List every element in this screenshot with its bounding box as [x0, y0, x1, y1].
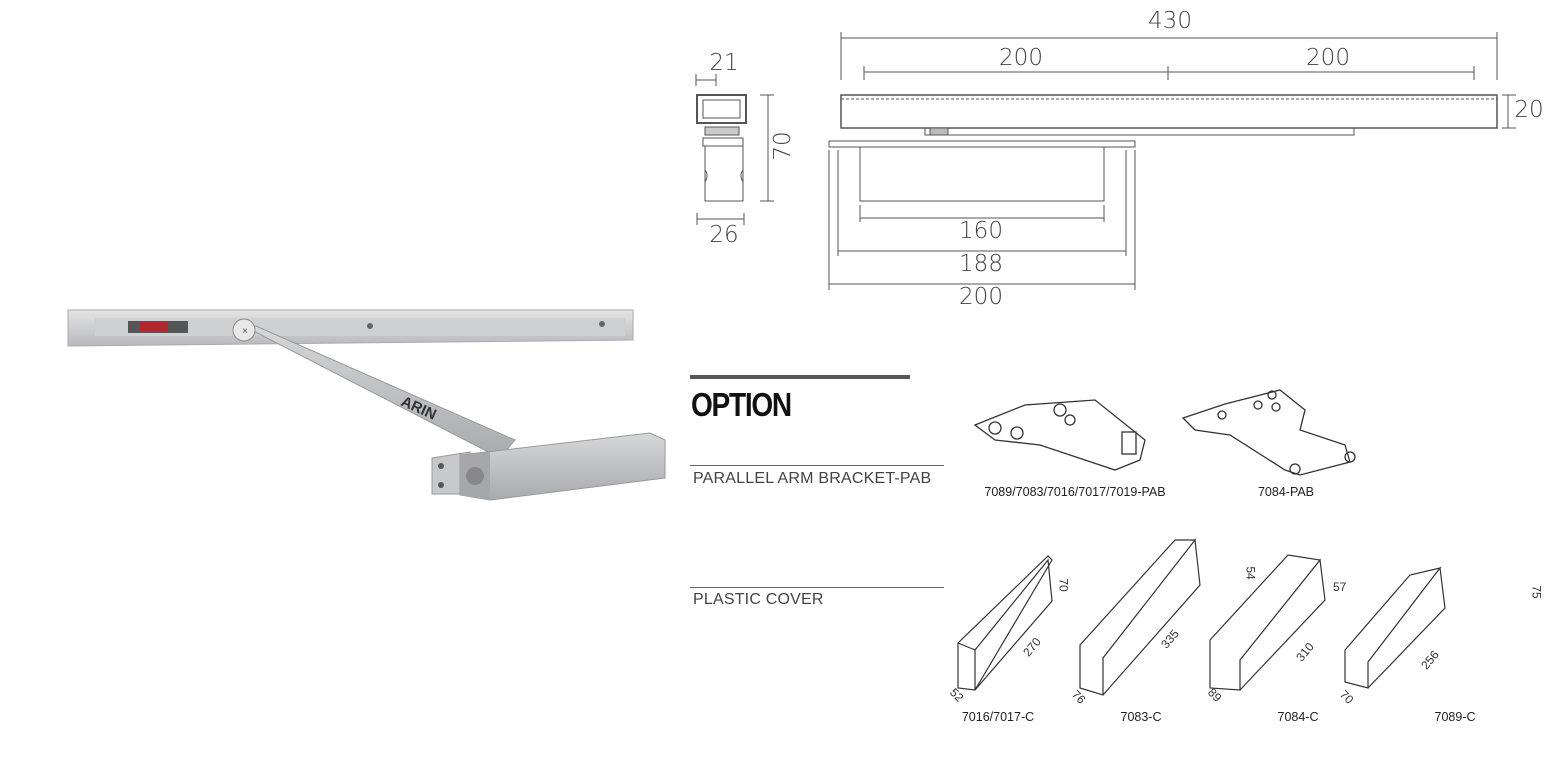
- option-title: OPTION: [691, 386, 792, 423]
- dim-side-width-top: 21: [709, 50, 739, 76]
- svg-text:×: ×: [242, 326, 248, 337]
- dim-slot-left: 200: [999, 45, 1043, 71]
- dim-body-mid: 188: [959, 251, 1003, 277]
- cover-height: 75: [1529, 585, 1544, 599]
- cover-label: 7089-C: [1434, 710, 1476, 724]
- cover-section-label: PLASTIC COVER: [693, 591, 824, 608]
- cover-height: 70: [1056, 578, 1071, 592]
- cover-height: 54: [1243, 566, 1258, 580]
- bracket-label: 7084-PAB: [1257, 485, 1315, 499]
- dim-slot-right: 200: [1306, 45, 1350, 71]
- dim-body-inner: 160: [959, 218, 1003, 244]
- product-photo: × ARIN: [67, 309, 666, 501]
- bracket-label: 7089/7083/7016/7017/7019-PAB: [984, 485, 1166, 499]
- cover-label: 7084-C: [1277, 710, 1319, 724]
- dim-overall-length: 430: [1148, 8, 1192, 34]
- dim-side-width-bottom: 26: [709, 222, 739, 248]
- bracket-divider: [690, 465, 944, 466]
- cover-height: 57: [1333, 580, 1347, 594]
- cover-divider: [690, 587, 944, 588]
- bracket-section-label: PARALLEL ARM BRACKET-PAB: [693, 470, 932, 487]
- cover-label: 7016/7017-C: [961, 710, 1035, 724]
- option-divider: [690, 375, 910, 379]
- dim-body-outer: 200: [959, 284, 1003, 310]
- dim-rail-height: 20: [1514, 97, 1544, 123]
- dimension-drawing: [695, 32, 1516, 290]
- cover-label: 7083-C: [1120, 710, 1162, 724]
